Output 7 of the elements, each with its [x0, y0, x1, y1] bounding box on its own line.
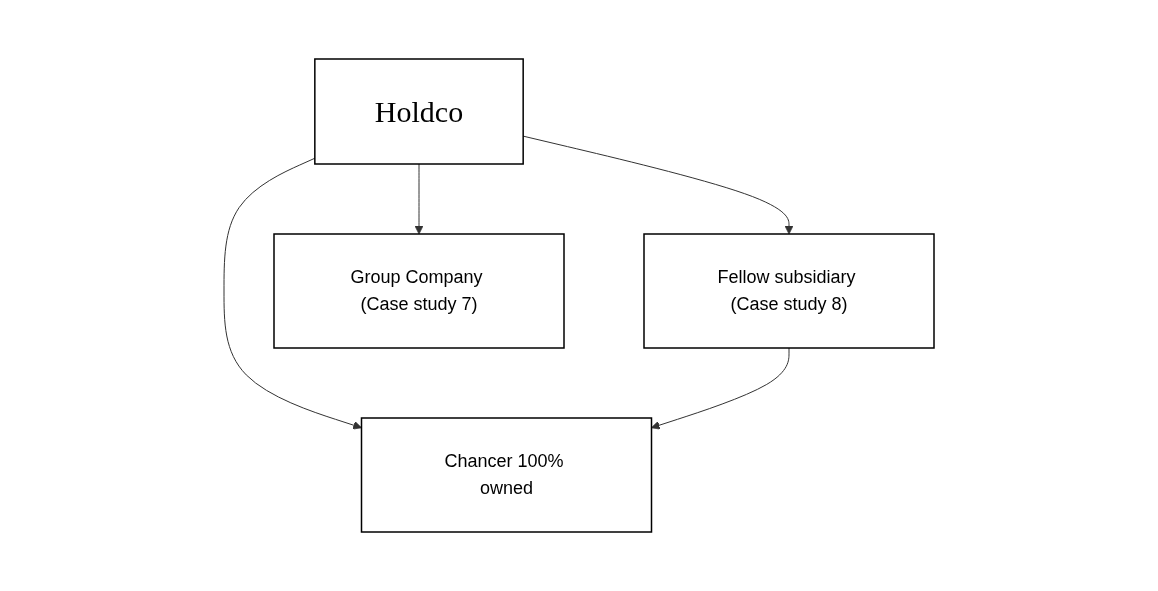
- arrow: [414, 163, 424, 235]
- arrow: [651, 347, 790, 430]
- node-box: Holdco: [314, 58, 524, 165]
- arrow: [223, 157, 362, 430]
- node-box: Chancer 100% owned: [360, 417, 653, 533]
- node-box: Group Company (Case study 7): [273, 233, 565, 349]
- node-box: Fellow subsidiary (Case study 8): [643, 233, 935, 349]
